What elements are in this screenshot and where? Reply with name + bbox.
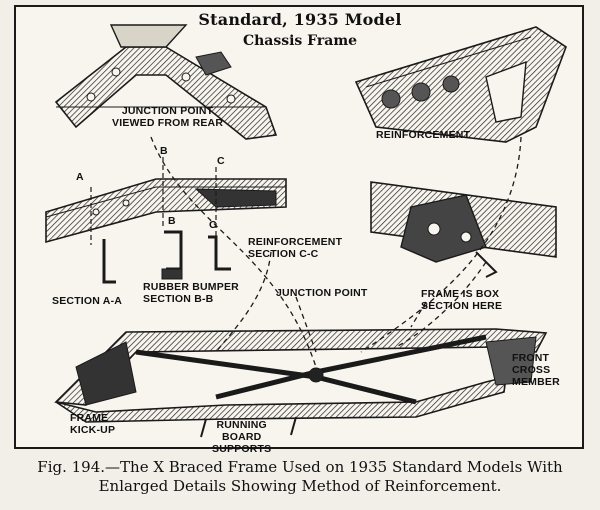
label-frame-box: FRAME IS BOX SECTION HERE — [421, 288, 502, 312]
label-running-board-line2: BOARD — [221, 431, 262, 443]
label-junction-rear: JUNCTION POINT VIEWED FROM REAR — [112, 105, 223, 129]
label-junction-rear-line2: VIEWED FROM REAR — [112, 117, 224, 129]
box-section-detail — [370, 181, 557, 278]
label-junction-point: JUNCTION POINT — [276, 287, 368, 299]
main-frame — [54, 328, 548, 438]
label-front-cross-line2: CROSS — [512, 364, 551, 376]
label-section-c-letter-lower: C — [209, 219, 217, 231]
label-junction-rear-line1: JUNCTION POINT — [121, 105, 214, 117]
junction-rear-detail — [54, 24, 278, 140]
label-rubber-bumper: RUBBER BUMPER SECTION B-B — [143, 281, 239, 305]
label-frame-box-line2: SECTION HERE — [421, 300, 503, 312]
label-section-b-letter-lower: B — [168, 215, 176, 227]
caption-line2: Enlarged Details Showing Method of Reinf… — [98, 477, 502, 495]
label-rubber-bumper-line2: SECTION B-B — [143, 293, 214, 305]
label-running-board-line1: RUNNING — [216, 419, 267, 431]
label-frame-kickup: FRAME KICK-UP — [70, 412, 115, 436]
label-front-cross-member: FRONT CROSS MEMBER — [512, 352, 560, 388]
label-running-board-line3: SUPPORTS — [212, 443, 272, 455]
label-reinforcement-cc-line1: REINFORCEMENT — [248, 236, 343, 248]
caption-line1: Fig. 194.—The X Braced Frame Used on 193… — [37, 458, 563, 476]
label-section-c-letter: C — [217, 155, 225, 167]
chassis-illustration — [45, 24, 567, 438]
figure-frame: JUNCTION POINT VIEWED FROM REAR REINFORC… — [14, 5, 584, 455]
label-running-board-supports: RUNNING BOARD SUPPORTS — [212, 419, 271, 455]
label-section-b-letter: B — [160, 145, 168, 157]
label-section-aa: SECTION A-A — [52, 295, 123, 307]
label-frame-kickup-line2: KICK-UP — [70, 424, 116, 436]
label-front-cross-line3: MEMBER — [512, 376, 560, 388]
reinforcement-detail — [354, 26, 567, 143]
label-reinforcement-cc: REINFORCEMENT SECTION C-C — [248, 236, 342, 260]
label-rubber-bumper-line1: RUBBER BUMPER — [143, 281, 239, 293]
diagram-title: Standard, 1935 Model — [198, 10, 402, 29]
diagram-subtitle: Chassis Frame — [242, 33, 358, 49]
label-front-cross-line1: FRONT — [512, 352, 550, 364]
label-frame-box-line1: FRAME IS BOX — [421, 288, 500, 300]
label-section-a-letter: A — [76, 171, 84, 183]
leader-lines — [150, 136, 522, 368]
label-reinforcement-top: REINFORCEMENT — [376, 129, 471, 141]
figure-caption: Fig. 194.—The X Braced Frame Used on 193… — [0, 458, 600, 496]
label-frame-kickup-line1: FRAME — [70, 412, 109, 424]
label-reinforcement-cc-line2: SECTION C-C — [248, 248, 319, 260]
section-detail — [45, 157, 287, 284]
